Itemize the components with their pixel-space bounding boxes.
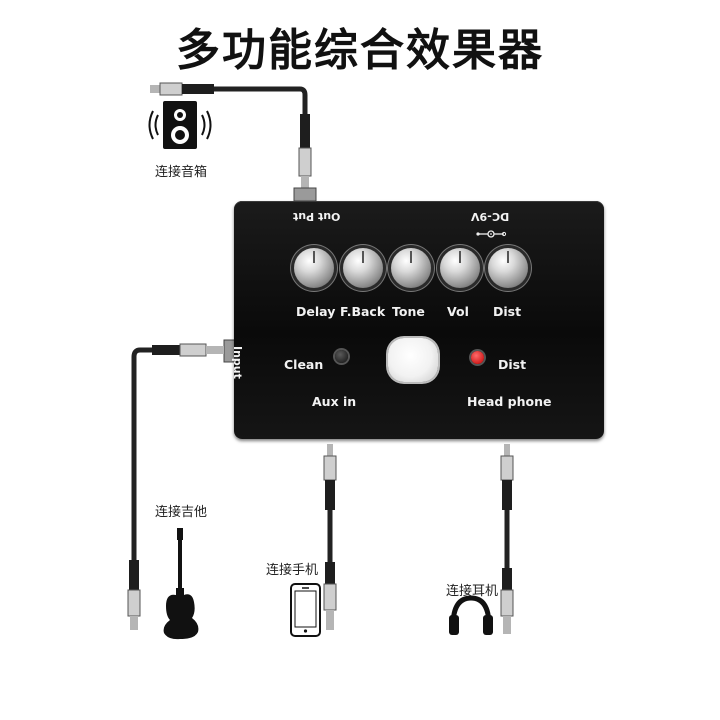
output-plug xyxy=(293,114,317,202)
knob-label-vol: Vol xyxy=(447,304,469,319)
phone-icon xyxy=(290,583,321,637)
knob-label-dist: Dist xyxy=(493,304,522,319)
guitar-icon xyxy=(163,528,199,640)
guitar-plug xyxy=(127,560,141,630)
mode-dist-label: Dist xyxy=(498,357,527,372)
clean-led xyxy=(335,350,348,363)
input-plug xyxy=(152,343,224,357)
dist-led xyxy=(471,351,484,364)
speaker-plug xyxy=(150,82,214,96)
head-phone-label: Head phone xyxy=(467,394,552,409)
speaker-icon xyxy=(148,101,212,149)
tone-knob[interactable] xyxy=(391,248,431,288)
dist-knob[interactable] xyxy=(488,248,528,288)
aux-plug-bottom xyxy=(323,562,337,630)
effects-pedal xyxy=(234,201,604,439)
headphones-icon xyxy=(449,595,493,635)
phone-caption: 连接手机 xyxy=(266,563,319,578)
headphone-caption: 连接耳机 xyxy=(446,584,499,599)
feedback-knob[interactable] xyxy=(343,248,383,288)
speaker-caption: 连接音箱 xyxy=(155,165,208,180)
aux-in-label: Aux in xyxy=(312,394,357,409)
knob-label-delay: Delay xyxy=(296,304,336,319)
aux-plug-top xyxy=(323,444,337,510)
input-label: Input xyxy=(231,346,244,379)
guitar-caption: 连接吉他 xyxy=(155,505,208,520)
volume-knob[interactable] xyxy=(440,248,480,288)
headphone-plug-bottom xyxy=(500,568,514,634)
headphone-plug-top xyxy=(500,444,514,510)
knob-label-tone: Tone xyxy=(392,304,425,319)
page-title: 多功能综合效果器 xyxy=(176,25,544,76)
footswitch[interactable] xyxy=(388,338,438,382)
knob-label-feedback: F.Back xyxy=(340,304,386,319)
delay-knob[interactable] xyxy=(294,248,334,288)
mode-clean-label: Clean xyxy=(284,357,324,372)
